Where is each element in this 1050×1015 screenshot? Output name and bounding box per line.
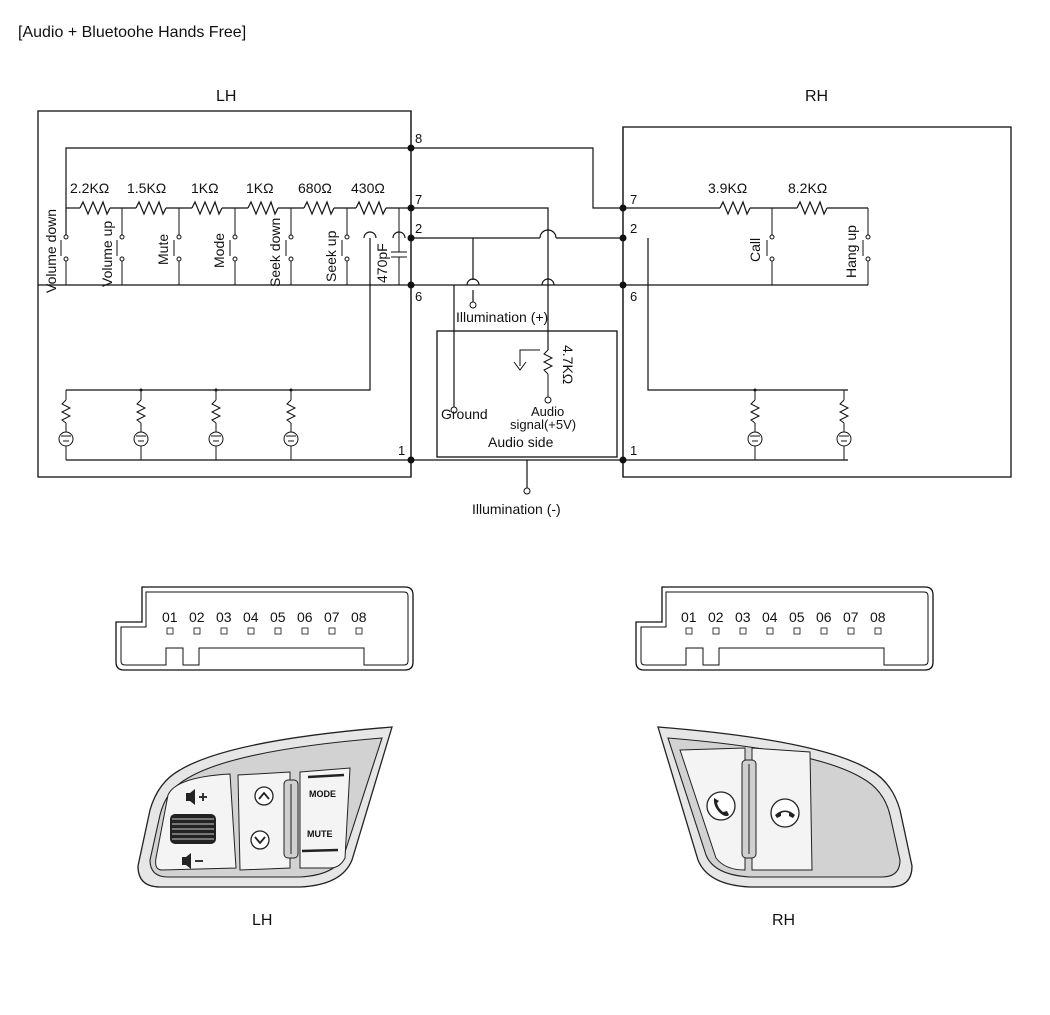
rh-connector: 01 02 03 04 05 06 07 08 xyxy=(635,586,934,671)
rh-conn-pin-07: 07 xyxy=(843,609,859,625)
rh-conn-pin-03: 03 xyxy=(735,609,751,625)
volume-up-icon xyxy=(186,789,207,805)
resistor-label-4: 1KΩ xyxy=(246,180,274,196)
switch-label-seek-down: Seek down xyxy=(267,218,283,287)
lh-connector: 01 02 03 04 05 06 07 08 xyxy=(115,586,414,671)
mode-label: MODE xyxy=(309,789,336,799)
lh-pin-1: 1 xyxy=(398,443,405,458)
illumination-plus-label: Illumination (+) xyxy=(456,309,548,325)
rh-illumination-lamps xyxy=(747,390,852,460)
volume-wheel xyxy=(170,814,216,844)
rh-unit-caption: RH xyxy=(772,912,795,929)
rh-conn-pin-08: 08 xyxy=(870,609,886,625)
lh-illumination-lamps xyxy=(58,390,299,460)
rh-resistor-label-2: 8.2KΩ xyxy=(788,180,827,196)
lh-conn-pin-08: 08 xyxy=(351,609,367,625)
lh-steering-switch-unit: MODE MUTE xyxy=(137,726,393,888)
arrow-down-icon xyxy=(250,830,270,850)
rh-connector-pin-numbers: 01 02 03 04 05 06 07 08 xyxy=(681,609,886,625)
rh-pin-1: 1 xyxy=(630,443,637,458)
lh-unit-caption: LH xyxy=(252,912,272,929)
rh-conn-pin-05: 05 xyxy=(789,609,805,625)
rh-conn-pin-04: 04 xyxy=(762,609,778,625)
lh-switches xyxy=(60,208,350,285)
phone-call-icon xyxy=(706,791,736,821)
switch-label-seek-up: Seek up xyxy=(323,230,339,282)
page-title: [Audio + Bluetoohe Hands Free] xyxy=(18,24,246,41)
volume-down-icon xyxy=(182,853,203,869)
illumination-minus-label: Illumination (-) xyxy=(472,501,561,517)
lh-pin-6: 6 xyxy=(415,289,422,304)
rh-conn-pin-06: 06 xyxy=(816,609,832,625)
audio-side-label: Audio side xyxy=(488,434,554,450)
lh-conn-pin-02: 02 xyxy=(189,609,205,625)
audio-signal-label-1: Audio xyxy=(531,404,564,419)
resistor-label-3: 1KΩ xyxy=(191,180,219,196)
capacitor-470pf xyxy=(391,208,407,285)
audio-resistor-label: 4.7KΩ xyxy=(560,345,576,384)
lh-connector-pin-numbers: 01 02 03 04 05 06 07 08 xyxy=(162,609,367,625)
rh-conn-pin-01: 01 xyxy=(681,609,697,625)
ground-label: Ground xyxy=(441,406,488,422)
capacitor-label: 470pF xyxy=(374,243,390,283)
rh-steering-switch-unit xyxy=(657,726,913,888)
resistor-3.9k xyxy=(719,200,751,216)
switch-label-call: Call xyxy=(747,238,763,262)
phone-hangup-icon xyxy=(770,798,800,828)
lh-conn-pin-05: 05 xyxy=(270,609,286,625)
lh-conn-pin-04: 04 xyxy=(243,609,259,625)
rh-resistor-label-1: 3.9KΩ xyxy=(708,180,747,196)
arrow-up-icon xyxy=(254,786,274,806)
rh-block-label: RH xyxy=(805,88,828,105)
resistor-label-5: 680Ω xyxy=(298,180,332,196)
switch-label-hang-up: Hang up xyxy=(843,225,859,278)
lh-block-label: LH xyxy=(216,88,236,105)
lh-conn-pin-01: 01 xyxy=(162,609,178,625)
resistor-1k-a xyxy=(191,200,223,216)
lh-switch-box xyxy=(37,110,412,478)
lh-conn-pin-07: 07 xyxy=(324,609,340,625)
rh-conn-pin-02: 02 xyxy=(708,609,724,625)
switch-label-volume-up: Volume up xyxy=(99,221,115,287)
resistor-1k-b xyxy=(247,200,279,216)
resistor-label-6: 430Ω xyxy=(351,180,385,196)
resistor-1.5k xyxy=(135,200,167,216)
rh-pin-7: 7 xyxy=(630,192,637,207)
audio-side-box xyxy=(436,330,618,458)
resistor-680 xyxy=(303,200,335,216)
audio-signal-label-2: signal(+5V) xyxy=(510,417,576,432)
resistor-2.2k xyxy=(79,200,111,216)
rh-pin-2: 2 xyxy=(630,221,637,236)
lh-conn-pin-03: 03 xyxy=(216,609,232,625)
resistor-label-1: 2.2KΩ xyxy=(70,180,109,196)
switch-label-mode: Mode xyxy=(211,233,227,268)
lh-resistor-group xyxy=(79,200,387,216)
resistor-8.2k xyxy=(796,200,828,216)
rh-switches xyxy=(766,208,871,285)
resistor-label-2: 1.5KΩ xyxy=(127,180,166,196)
switch-label-volume-down: Volume down xyxy=(43,209,59,293)
lh-pin-7: 7 xyxy=(415,192,422,207)
rh-pin-6: 6 xyxy=(630,289,637,304)
mute-label: MUTE xyxy=(307,829,333,839)
lh-pin-8: 8 xyxy=(415,131,422,146)
lh-conn-pin-06: 06 xyxy=(297,609,313,625)
resistor-430 xyxy=(355,200,387,216)
switch-label-mute: Mute xyxy=(155,234,171,265)
lh-pin-2: 2 xyxy=(415,221,422,236)
